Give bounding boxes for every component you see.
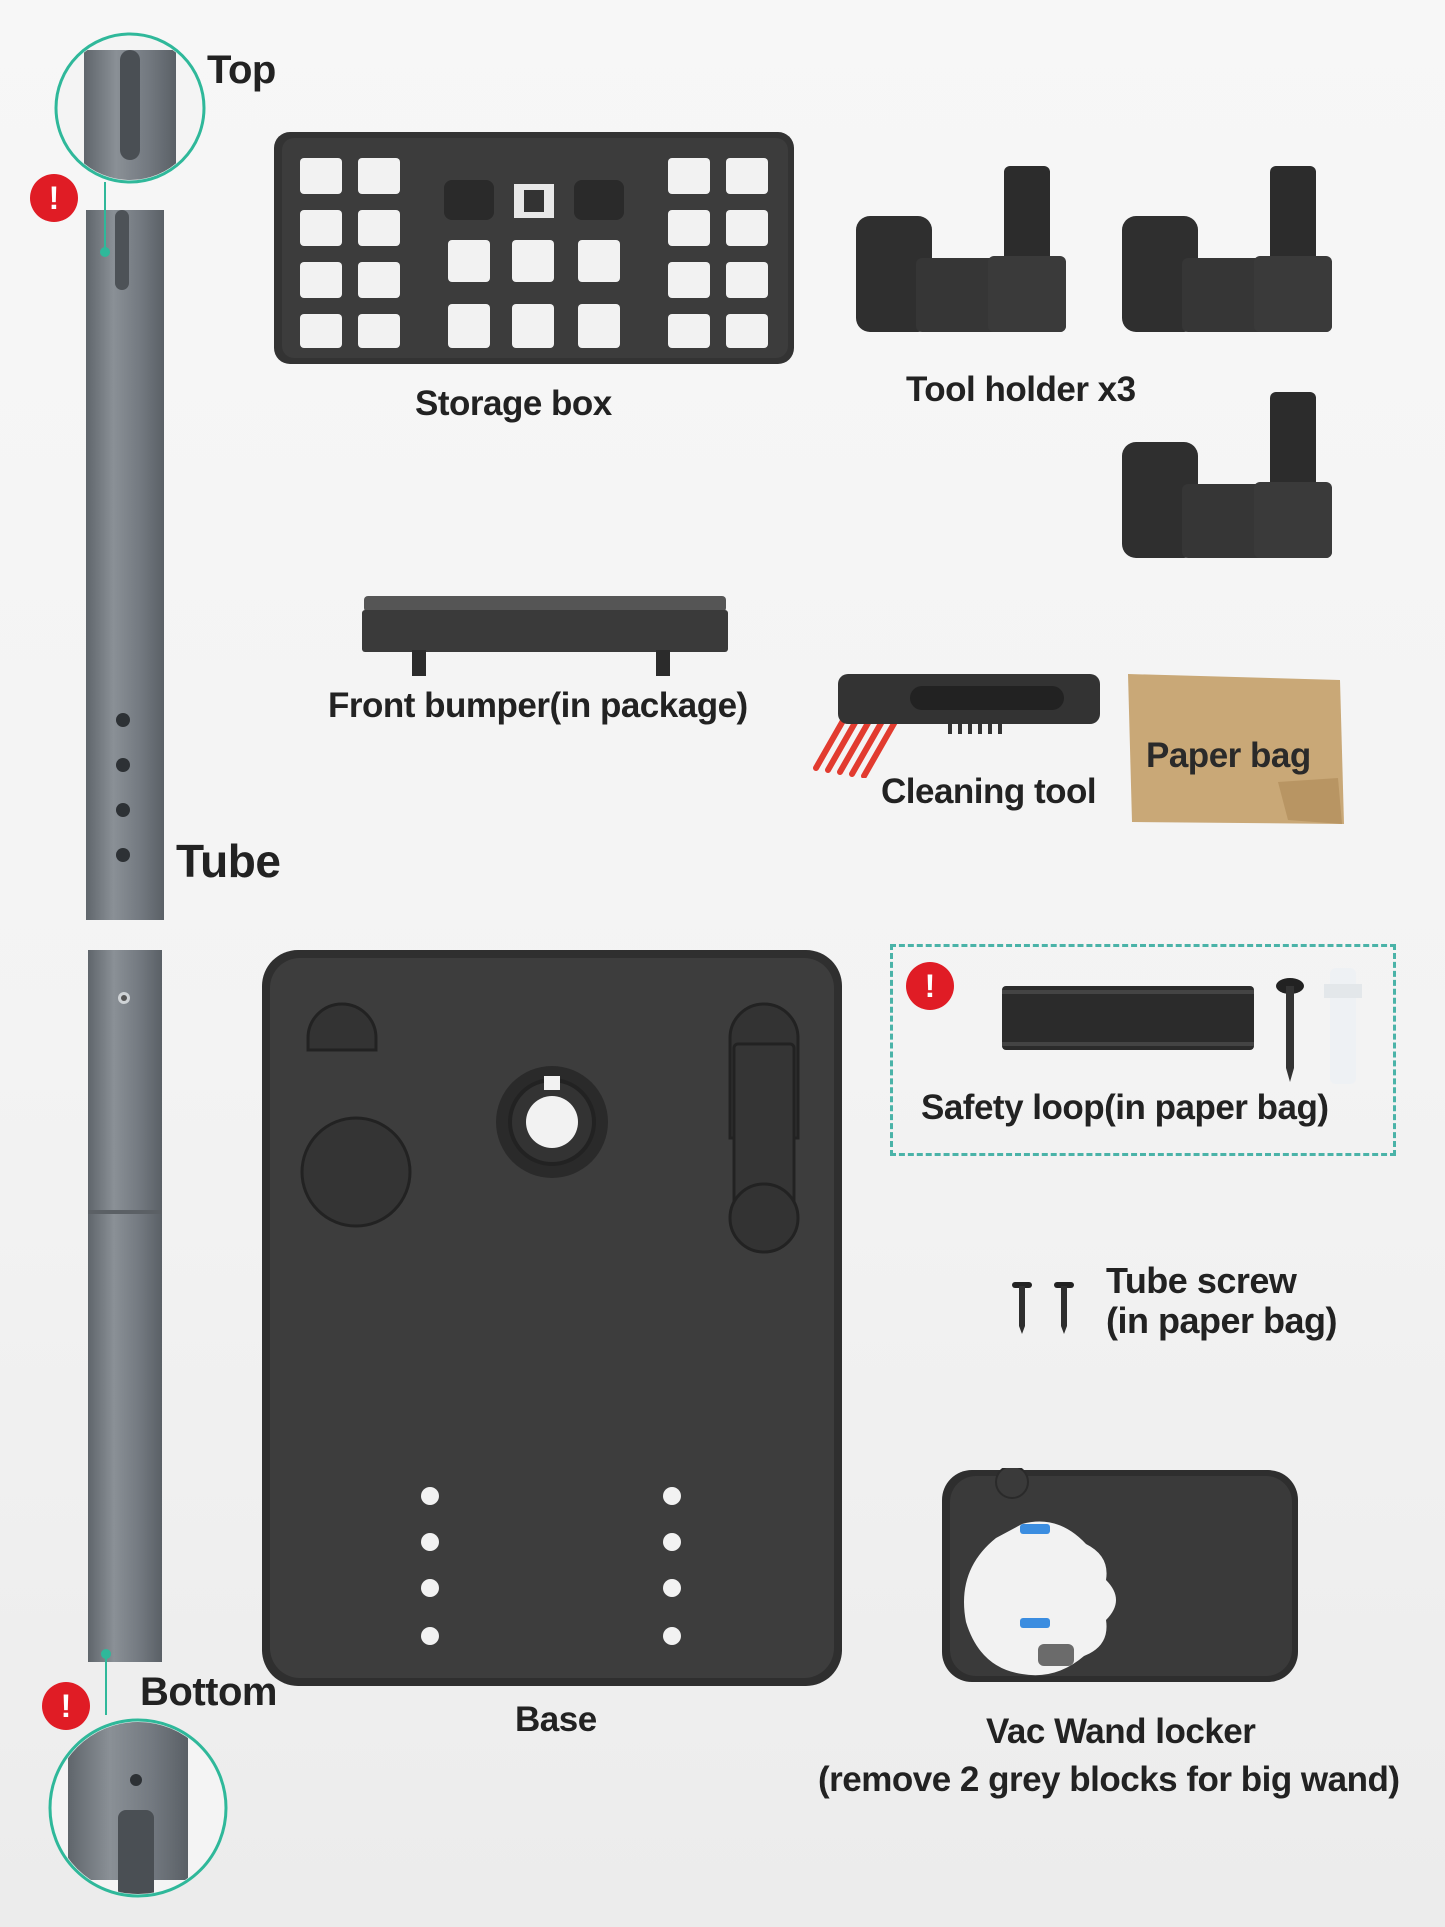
safety-loop-box (890, 944, 1396, 1156)
tube-screw-label-line1: Tube screw (1106, 1260, 1297, 1301)
base-label: Base (515, 1700, 597, 1739)
bottom-label: Bottom (140, 1670, 277, 1714)
paper-bag-label: Paper bag (1146, 736, 1311, 775)
storage-box-label: Storage box (415, 384, 612, 423)
tube-screw-label-line2: (in paper bag) (1106, 1300, 1338, 1341)
safety-loop-illustration (1002, 968, 1362, 1084)
bottom-warning-icon: ! (42, 1682, 90, 1730)
tube-screw-illustration (1012, 1282, 1074, 1334)
front-bumper-illustration (362, 596, 728, 676)
safety-loop-label: Safety loop(in paper bag) (921, 1088, 1329, 1127)
wand-locker-illustration (942, 1468, 1298, 1682)
safety-loop-warning-icon: ! (906, 962, 954, 1010)
paper-bag-illustration (1128, 674, 1344, 824)
cleaning-tool-illustration (813, 674, 1100, 778)
storage-box-illustration (274, 132, 794, 364)
wand-locker-label-line1: Vac Wand locker (986, 1712, 1256, 1751)
top-warning-icon: ! (30, 174, 78, 222)
wand-locker-label-line2: (remove 2 grey blocks for big wand) (818, 1760, 1400, 1799)
tube-label: Tube (176, 835, 281, 887)
front-bumper-label: Front bumper(in package) (328, 686, 748, 725)
tube-lower-illustration (88, 950, 162, 1662)
tool-holder-2-illustration (1122, 166, 1332, 332)
tool-holder-1-illustration (856, 166, 1066, 332)
tool-holder-label: Tool holder x3 (906, 370, 1136, 409)
tube-upper-illustration (86, 210, 164, 920)
cleaning-tool-label: Cleaning tool (881, 772, 1097, 811)
tube-top-callout (54, 32, 206, 257)
top-label: Top (207, 48, 276, 92)
tool-holder-3-illustration (1122, 392, 1332, 558)
tube-bottom-callout (48, 1649, 228, 1898)
base-illustration (262, 950, 842, 1686)
